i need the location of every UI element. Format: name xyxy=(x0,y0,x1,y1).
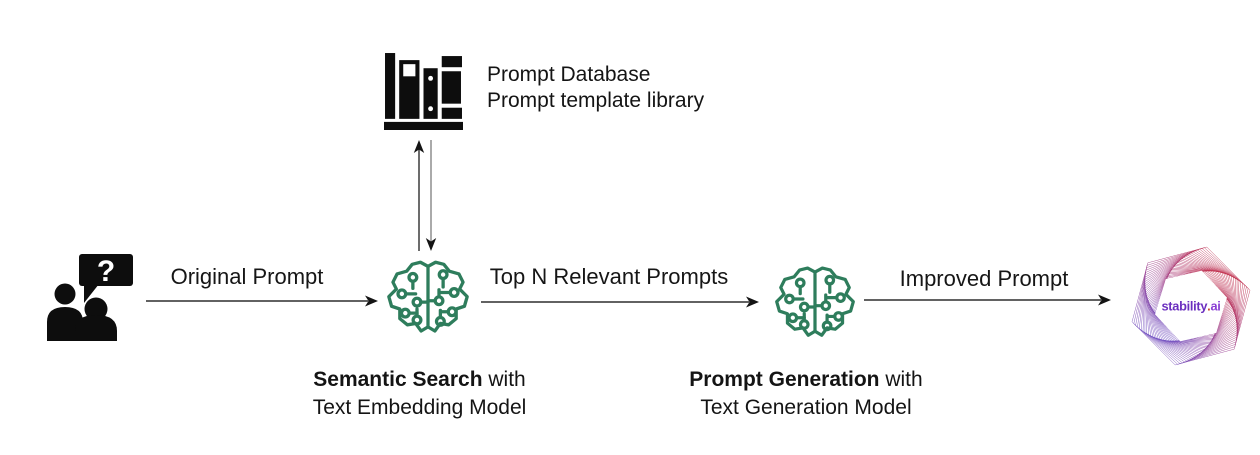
semantic-search-caption-line1: Semantic Search with xyxy=(297,366,542,394)
semantic-search-caption-line2: Text Embedding Model xyxy=(312,396,527,419)
top-n-relevant-prompts-label: Top N Relevant Prompts xyxy=(489,264,729,289)
person-back-body xyxy=(47,307,83,341)
arrowhead-down xyxy=(425,238,437,251)
person-front-head xyxy=(84,297,108,321)
stability-ai-wordmark: stability.ai xyxy=(1161,298,1220,313)
speech-bubble xyxy=(79,254,133,286)
stability-ai-logo: stability.ai xyxy=(1131,246,1251,366)
arrowhead-right xyxy=(746,296,759,308)
improved-prompt-label: Improved Prompt xyxy=(899,266,1069,291)
prompt-generation-caption-line1: Prompt Generation with xyxy=(686,366,926,394)
semantic-search-brain-icon xyxy=(387,260,469,333)
people-question-icon: ? xyxy=(47,254,133,341)
original-prompt-label: Original Prompt xyxy=(170,264,324,289)
prompt-generation-bold: Prompt Generation xyxy=(689,368,880,391)
semantic-search-bold: Semantic Search xyxy=(313,368,483,391)
semantic-search-rest: with xyxy=(482,368,526,391)
database-label-line1: Prompt Database xyxy=(487,63,651,86)
person-front-body xyxy=(75,315,117,341)
prompt-generation-rest: with xyxy=(879,368,923,391)
flow-arrow-top-n-prompts xyxy=(481,296,759,308)
semantic-search-caption: Semantic Search with Text Embedding Mode… xyxy=(297,366,542,422)
arrowhead-up xyxy=(413,140,425,153)
flow-arrow-original-prompt xyxy=(146,295,378,307)
speech-bubble-tail xyxy=(84,284,99,303)
prompt-generation-caption-line2: Text Generation Model xyxy=(700,396,912,419)
library-books-icon xyxy=(384,53,463,130)
database-label-line2: Prompt template library xyxy=(487,89,705,112)
person-back-head xyxy=(54,283,76,305)
question-mark-glyph: ? xyxy=(97,255,115,288)
flow-arrow-improved-prompt xyxy=(864,294,1111,306)
prompt-generation-caption: Prompt Generation with Text Generation M… xyxy=(686,366,926,422)
arrowhead-right xyxy=(365,295,378,307)
hexagon-whirl xyxy=(1131,246,1251,366)
database-label: Prompt Database Prompt template library xyxy=(487,62,704,114)
bidirectional-arrow xyxy=(413,140,437,251)
arrowhead-right xyxy=(1098,294,1111,306)
prompt-generation-brain-icon xyxy=(775,266,855,337)
